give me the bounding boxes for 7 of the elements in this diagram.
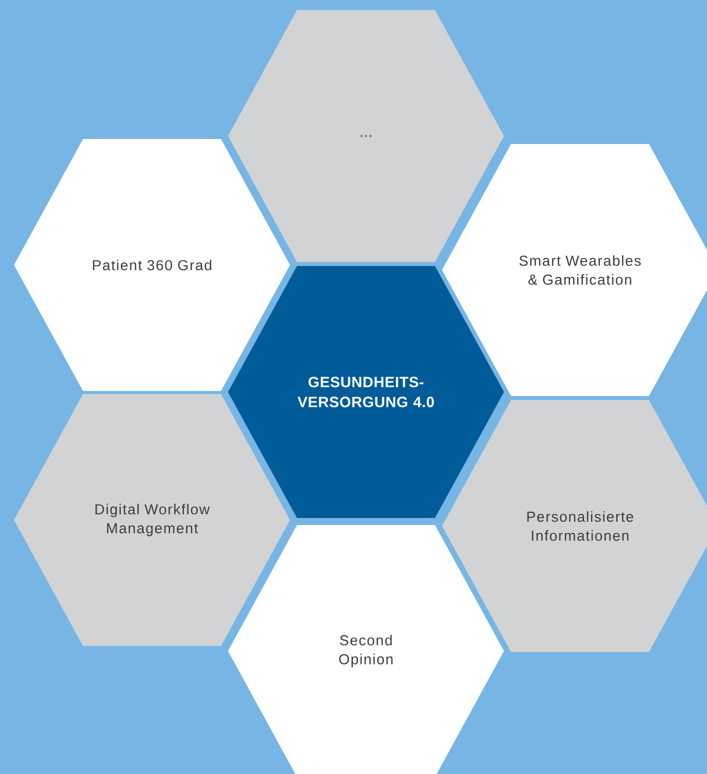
hexagon-tile: Digital Workflow Management [14,394,290,646]
hexagon-tile: Smart Wearables & Gamification [442,144,707,396]
hexagon-tile: Patient 360 Grad [14,139,290,391]
hexagon-tile: GESUNDHEITS- VERSORGUNG 4.0 [228,266,504,518]
hexagon-tile: Second Opinion [228,525,504,774]
hexagon-tile: Personalisierte Informationen [442,400,707,652]
hexagon-tile: … [228,10,504,262]
